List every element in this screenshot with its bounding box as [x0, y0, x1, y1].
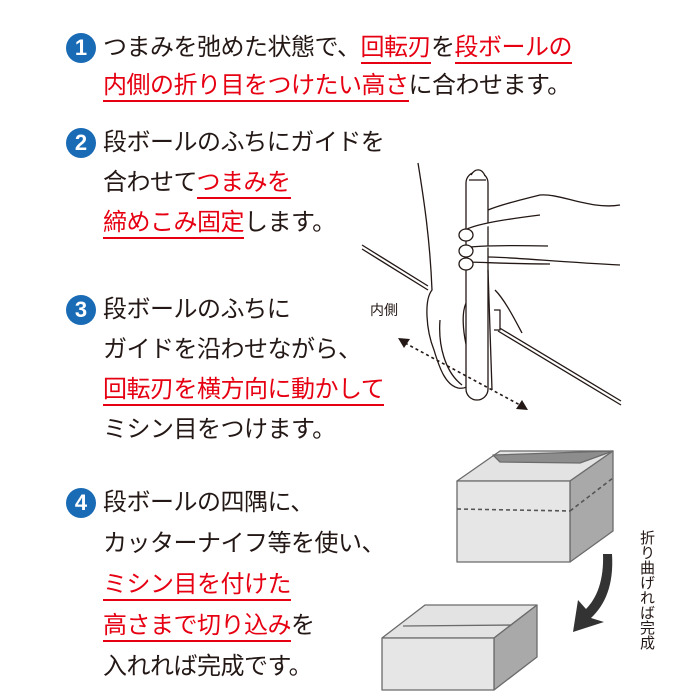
step-4-line-1: 段ボールの四隅に、: [103, 488, 314, 516]
step-3-line-1: 段ボールのふちに: [103, 295, 291, 323]
step-1-line-2: 内側の折り目をつけたい高さに合わせます。: [103, 70, 571, 102]
step-3-line-2: ガイドを沿わせながら、: [103, 335, 362, 363]
step-number-badge: 3: [66, 295, 96, 325]
step-1-line-1: つまみを弛めた状態で、回転刃を段ボールの: [103, 32, 573, 64]
step-2-line-3: 締めこみ固定します。: [103, 207, 336, 239]
open-box-icon: [456, 450, 614, 563]
fold-complete-label: 折り曲げれば完成: [638, 530, 656, 650]
step-4-line-3: ミシン目を付けた: [103, 569, 292, 601]
hand-holding-tool-icon: [417, 162, 621, 401]
step-number-badge: 1: [66, 33, 96, 63]
step-4-line-2: カッターナイフ等を使い、: [103, 529, 386, 557]
dotted-direction-arrow-icon: [398, 338, 528, 410]
step-number-badge: 4: [66, 488, 96, 518]
step-4-line-5: 入れれば完成です。: [103, 652, 313, 680]
step-2-line-1: 段ボールのふちにガイドを: [103, 128, 385, 156]
curved-down-arrow-icon: [573, 554, 613, 632]
step-4-line-4: 高さまで切り込みを: [103, 610, 315, 642]
step-3-line-4: ミシン目をつけます。: [103, 415, 336, 443]
closed-box-icon: [381, 604, 538, 691]
step-3-line-3: 回転刃を横方向に動かして: [103, 374, 385, 406]
cardboard-edge-lines: [361, 244, 622, 406]
step-2-line-2: 合わせてつまみを: [103, 167, 291, 199]
inner-side-label: 内側: [370, 303, 398, 319]
step-number-badge: 2: [66, 128, 96, 158]
